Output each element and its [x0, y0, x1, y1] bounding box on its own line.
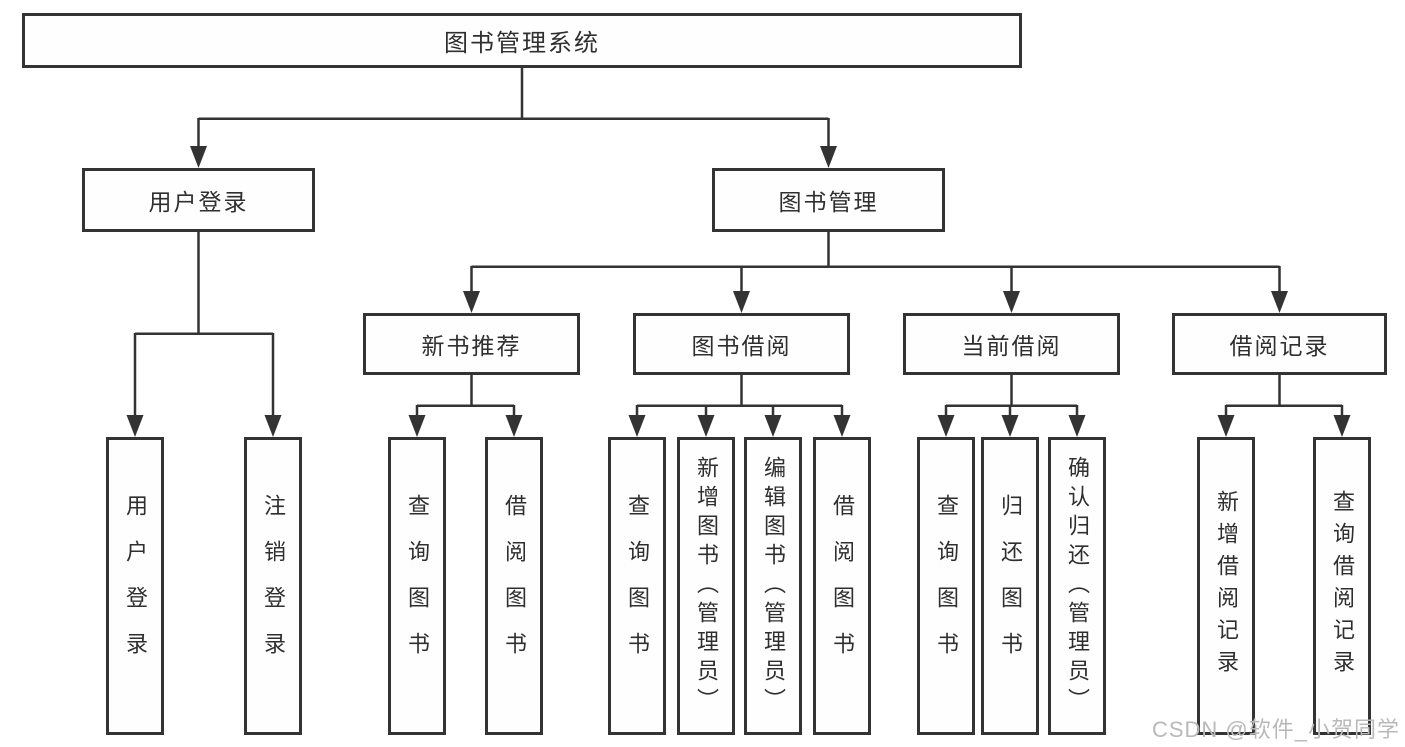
- arrow-down-icon: [1003, 291, 1020, 313]
- csdn-watermark: CSDN @软件_小贺同学: [1151, 717, 1400, 742]
- connector-current-borrowing-branch: [937, 375, 1086, 437]
- leaf-records-query-record: 查询借阅记录: [1313, 437, 1371, 735]
- node-book-borrowing: 图书借阅: [633, 313, 850, 375]
- leaf-user-login: 用户登录: [106, 437, 164, 735]
- leaf-logout: 注销登录: [244, 437, 302, 735]
- connector-new-book-recommend-branch: [408, 375, 523, 437]
- node-borrowing-records: 借阅记录: [1172, 313, 1387, 375]
- connector-book-borrowing-branch: [628, 375, 851, 437]
- leaf-borrowing-query-books: 查询图书: [608, 437, 666, 735]
- arrow-down-icon: [820, 146, 837, 168]
- leaf-borrowing-borrow-books: 借阅图书: [813, 437, 871, 735]
- leaf-current-confirm-return-admin: 确认归还（管理员）: [1048, 437, 1106, 735]
- connector-user-login-branch: [126, 232, 282, 437]
- arrow-down-icon: [408, 415, 426, 437]
- arrow-down-icon: [190, 146, 207, 168]
- node-library-management-system: 图书管理系统: [22, 13, 1022, 68]
- arrow-down-icon: [697, 415, 715, 437]
- arrow-down-icon: [937, 415, 955, 437]
- arrow-down-icon: [833, 415, 851, 437]
- arrow-down-icon: [1271, 291, 1288, 313]
- arrow-down-icon: [628, 415, 646, 437]
- connector-book-management-branch: [463, 232, 1288, 313]
- arrow-down-icon: [505, 415, 523, 437]
- arrow-down-icon: [1001, 415, 1019, 437]
- leaf-recommend-query-books: 查询图书: [388, 437, 446, 735]
- connector-borrowing-records-branch: [1217, 375, 1351, 437]
- leaf-records-add-record: 新增借阅记录: [1197, 437, 1255, 735]
- arrow-down-icon: [264, 415, 282, 437]
- arrow-down-icon: [126, 415, 144, 437]
- node-new-book-recommend: 新书推荐: [363, 313, 580, 375]
- leaf-current-return-books: 归还图书: [981, 437, 1039, 735]
- arrow-down-icon: [1068, 415, 1086, 437]
- arrow-down-icon: [733, 291, 750, 313]
- leaf-current-query-books: 查询图书: [917, 437, 975, 735]
- arrow-down-icon: [463, 291, 480, 313]
- arrow-down-icon: [764, 415, 782, 437]
- leaf-borrowing-add-books-admin: 新增图书（管理员）: [677, 437, 735, 735]
- leaf-borrowing-edit-books-admin: 编辑图书（管理员）: [744, 437, 802, 735]
- arrow-down-icon: [1333, 415, 1351, 437]
- connector-root-to-level2: [190, 68, 837, 168]
- node-user-login: 用户登录: [82, 168, 315, 232]
- node-current-borrowing: 当前借阅: [903, 313, 1120, 375]
- node-book-management: 图书管理: [712, 168, 945, 232]
- leaf-recommend-borrow-books: 借阅图书: [485, 437, 543, 735]
- arrow-down-icon: [1217, 415, 1235, 437]
